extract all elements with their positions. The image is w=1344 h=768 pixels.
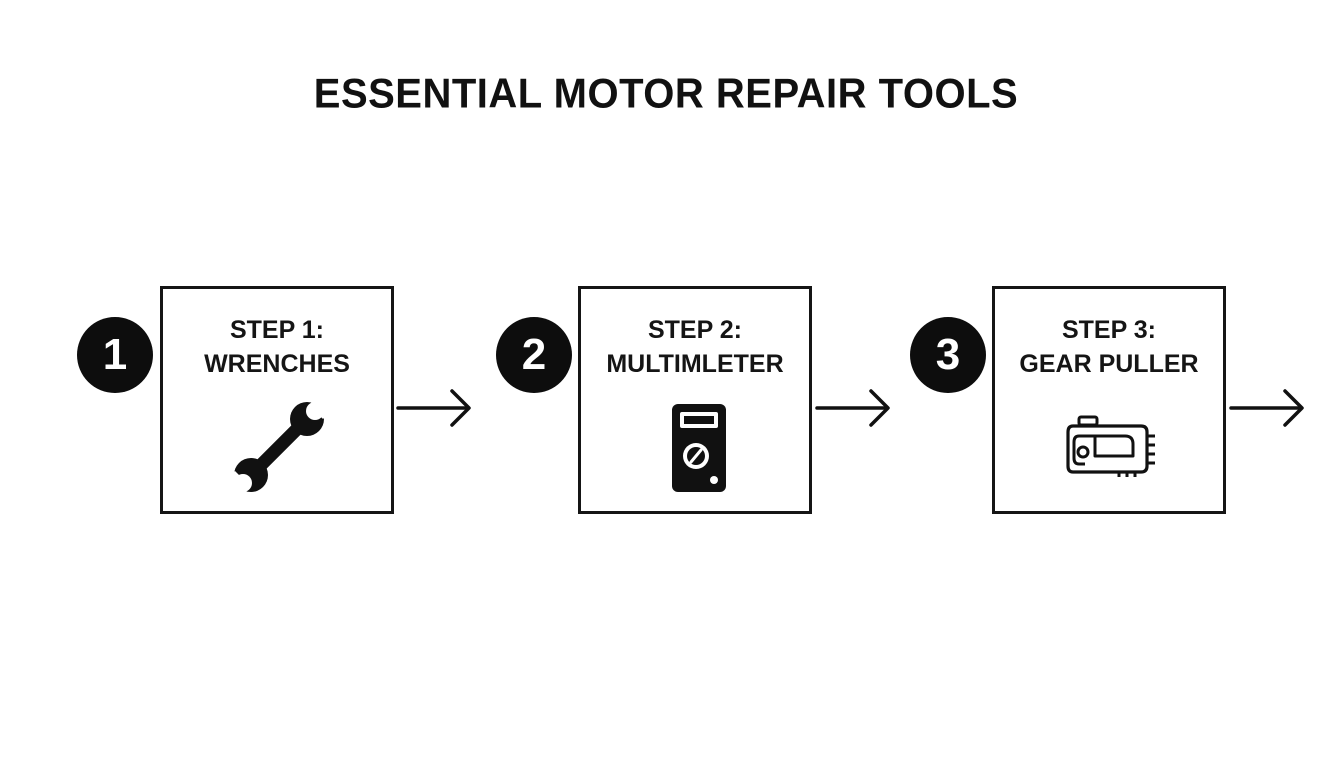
step-3-arrow	[1229, 389, 1304, 427]
step-2-card: STEP 2: MULTIMLETER	[578, 286, 812, 514]
step-1-arrow	[396, 389, 471, 427]
step-3-title: STEP 3:	[1061, 316, 1157, 344]
step-2-number-badge: 2	[496, 317, 572, 393]
step-3-tool-name: GEAR PULLER	[1019, 350, 1199, 378]
step-3-number-badge: 3	[910, 317, 986, 393]
step-2-title: STEP 2:	[647, 316, 743, 344]
step-1-title: STEP 1:	[229, 316, 325, 344]
step-3-card: STEP 3: GEAR PULLER	[992, 286, 1226, 514]
multimeter-icon	[672, 404, 726, 492]
gear-puller-icon	[1066, 415, 1155, 477]
step-2-tool-name: MULTIMLETER	[606, 350, 784, 378]
wrench-icon	[229, 399, 329, 497]
step-1-card: STEP 1: WRENCHES	[160, 286, 394, 514]
step-2-arrow	[815, 389, 890, 427]
step-1-number-badge: 1	[77, 317, 153, 393]
step-1-tool-name: WRENCHES	[204, 350, 350, 378]
diagram-title: ESSENTIAL MOTOR REPAIR TOOLS	[313, 71, 1019, 117]
